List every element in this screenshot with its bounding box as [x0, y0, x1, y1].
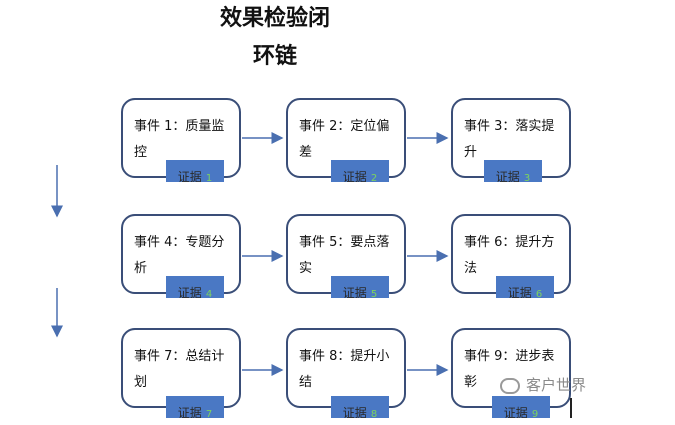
event-text: 事件 6：提升方法	[464, 235, 555, 276]
watermark-text: 客户世界	[526, 376, 587, 394]
event-text: 事件 3：落实提升	[464, 119, 555, 160]
wechat-icon	[500, 377, 520, 394]
evidence-tag-label: 证据	[342, 406, 367, 418]
evidence-tag-label: 证据	[507, 286, 532, 298]
text-cursor	[570, 398, 572, 418]
evidence-tag-label: 证据	[177, 170, 202, 182]
evidence-tag-label: 证据	[342, 286, 367, 298]
diagram-title-line2: 环链	[252, 44, 297, 69]
event-text: 事件 8：提升小结	[299, 349, 390, 390]
evidence-tag-label: 证据	[177, 286, 202, 298]
event-text: 事件 2：定位偏差	[299, 119, 390, 160]
event-text: 事件 7：总结计划	[134, 349, 225, 390]
evidence-tag-number: 7	[205, 409, 213, 418]
event-text: 事件 9：进步表彰	[464, 349, 555, 390]
evidence-tag-number: 3	[523, 173, 531, 182]
diagram-title-line1: 效果检验闭	[219, 6, 330, 31]
event-box-7: 事件 7：总结计划	[121, 328, 241, 408]
event-text: 事件 4：专题分析	[134, 235, 225, 276]
evidence-tag-number: 5	[370, 289, 378, 298]
evidence-tag-number: 8	[370, 409, 378, 418]
evidence-tag-label: 证据	[342, 170, 367, 182]
evidence-tag-number: 2	[370, 173, 378, 182]
evidence-tag-number: 1	[205, 173, 213, 182]
evidence-tag-label: 证据	[177, 406, 202, 418]
evidence-tag-number: 4	[205, 289, 213, 298]
event-text: 事件 5：要点落实	[299, 235, 390, 276]
event-text: 事件 1：质量监控	[134, 119, 225, 160]
evidence-tag-label: 证据	[495, 170, 520, 182]
watermark: 客户世界	[500, 374, 586, 395]
evidence-tag-label: 证据	[503, 406, 528, 418]
evidence-tag-number: 6	[535, 289, 543, 298]
evidence-tag-number: 9	[531, 409, 539, 418]
event-box-8: 事件 8：提升小结	[286, 328, 406, 408]
